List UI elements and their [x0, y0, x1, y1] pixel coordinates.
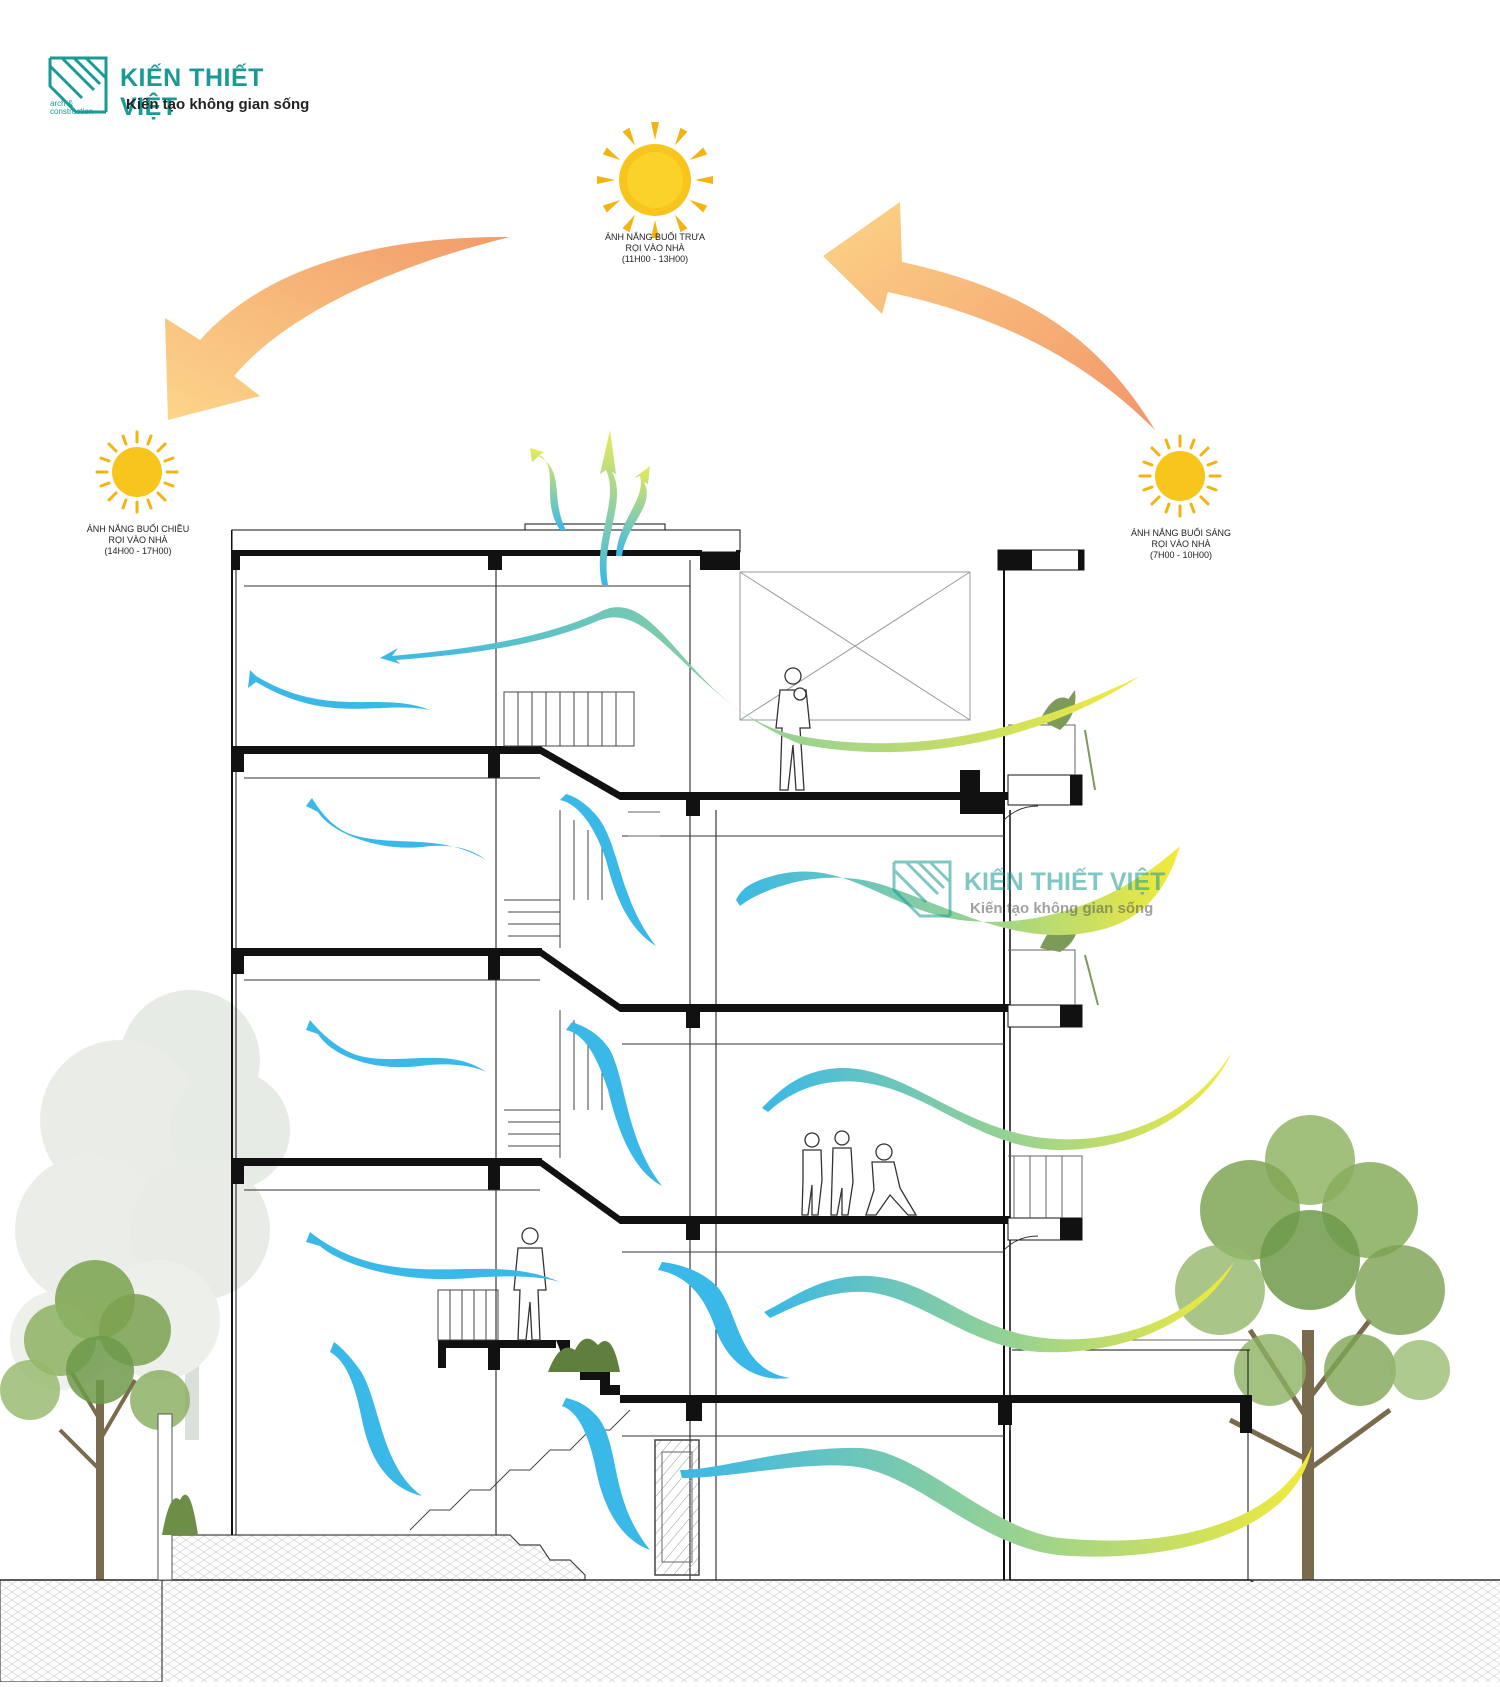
airflow-roof-exhaust-1 [530, 448, 566, 530]
logo-subtitle: arch & construction [50, 100, 93, 116]
logo-sub-line2: construction [50, 107, 94, 116]
sun-label-noon-line3: (11H00 - 13H00) [621, 254, 689, 264]
sun-label-noon: ÁNH NẮNG BUỔI TRƯA RỌI VÀO NHÀ (11H00 - … [580, 232, 730, 265]
tree-left [0, 1260, 190, 1580]
sun-label-noon-line1: ÁNH NẮNG BUỔI TRƯA [604, 232, 706, 242]
sun-path-arrow-right [823, 202, 1155, 430]
airflow-second-left [306, 1020, 486, 1072]
sun-afternoon-icon [95, 430, 179, 514]
sun-noon-icon [597, 122, 713, 238]
airflow-second [762, 1052, 1232, 1150]
logo-mark-icon [48, 56, 108, 114]
airflow-first-left [306, 1232, 560, 1282]
figure-children [801, 1130, 918, 1216]
logo-tagline: Kiến tạo không gian sống [126, 96, 310, 113]
sun-label-morning-line2: RỌI VÀO NHÀ [1151, 539, 1211, 549]
airflow-roof-exhaust-3 [616, 466, 650, 556]
ground [0, 1413, 1500, 1683]
sun-label-morning: ÁNH NẮNG BUỔI SÁNG RỌI VÀO NHÀ (7H00 - 1… [1106, 528, 1256, 561]
entrance-door [654, 1439, 700, 1576]
watermark-brand-name: KIẾN THIẾT VIỆT [964, 868, 1166, 896]
sun-label-morning-line1: ÁNH NẮNG BUỔI SÁNG [1130, 528, 1231, 538]
airflow-ground [680, 1446, 1312, 1557]
watermark-tagline: Kiến tạo không gian sống [970, 900, 1154, 917]
sun-label-afternoon-line3: (14H00 - 17H00) [104, 546, 172, 556]
airflow-arrows [248, 430, 1312, 1557]
airflow-ground-stair [562, 1398, 650, 1550]
company-logo: arch & construction KIẾN THIẾT VIỆT Kiến… [48, 56, 328, 122]
logo-brand-name: KIẾN THIẾT VIỆT [120, 64, 264, 121]
sun-label-morning-line3: (7H00 - 10H00) [1149, 550, 1213, 560]
sun-morning-icon [1138, 434, 1222, 518]
airflow-first [764, 1262, 1234, 1353]
airflow-stair-upper [560, 794, 656, 946]
skylight-void [739, 571, 971, 721]
airflow-third-left [306, 798, 486, 860]
sun-label-afternoon-line2: RỌI VÀO NHÀ [108, 535, 168, 545]
ceiling-lines [244, 585, 1039, 1437]
building-structure [231, 523, 1252, 1580]
airflow-ground-left [330, 1342, 422, 1496]
sun-label-noon-line2: RỌI VÀO NHÀ [625, 243, 685, 253]
sun-label-afternoon: ÁNH NẮNG BUỔI CHIỀU RỌI VÀO NHÀ (14H00 -… [63, 524, 213, 557]
airflow-third [736, 846, 1180, 936]
airflow-roof-exhaust-2 [599, 430, 618, 585]
airflow-first-inner [658, 1262, 790, 1379]
tree-right [1175, 1115, 1450, 1610]
railings [628, 724, 1250, 1341]
staircase [409, 691, 635, 1531]
figure-on-stairs [513, 1227, 547, 1341]
watermark-mark-icon [892, 860, 952, 918]
watermark-logo: KIẾN THIẾT VIỆT Kiến tạo không gian sống [892, 860, 1182, 926]
sun-label-afternoon-line1: ÁNH NẮNG BUỔI CHIỀU [86, 524, 190, 534]
airflow-top-left [248, 670, 430, 710]
sun-path-arrow-left [165, 236, 510, 420]
logo-sub-line1: arch & [50, 99, 74, 108]
airflow-top [380, 607, 1140, 753]
airflow-stair-mid [566, 1022, 662, 1186]
